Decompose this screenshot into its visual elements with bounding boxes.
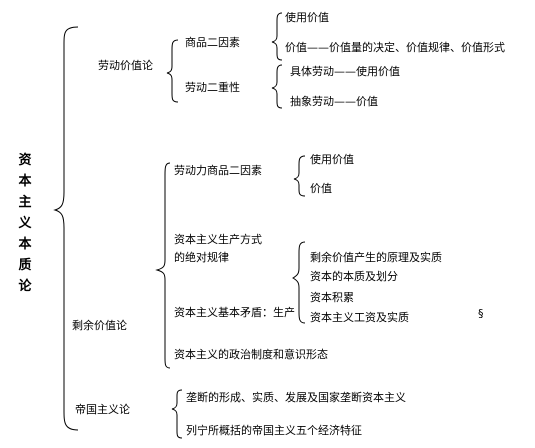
labor-value-label: 劳动价值论: [98, 59, 153, 72]
imperialism-brace: [171, 389, 183, 439]
page-title: 资本主义本质论: [18, 153, 32, 294]
monopoly-formation: 垄断的形成、实质、发展及国家垄断资本主义: [186, 391, 406, 404]
lenin-five-features: 列宁所概括的帝国主义五个经济特征: [186, 424, 362, 437]
labor-duality-brace: [271, 64, 283, 109]
capitalist-wages: 资本主义工资及实质: [310, 311, 409, 324]
commodity-value: 价值——价值量的决定、价值规律、价值形式: [285, 41, 505, 54]
commodity-two-factors-label: 商品二因素: [185, 36, 240, 49]
concrete-labor: 具体劳动——使用价值: [290, 65, 400, 78]
surplus-value-principle: 剩余价值产生的原理及实质: [310, 251, 442, 264]
capital-essence: 资本的本质及划分: [310, 270, 398, 283]
labor-power-brace: [293, 155, 306, 197]
section-mark: §: [478, 307, 484, 320]
abstract-labor: 抽象劳动——价值: [290, 95, 378, 108]
commodity-use-value: 使用价值: [285, 11, 329, 24]
labor-power-use-value: 使用价值: [310, 153, 354, 166]
capital-accumulation: 资本积累: [310, 291, 354, 304]
imperialism-label: 帝国主义论: [75, 403, 130, 416]
labor-power-label: 劳动力商品二因素: [174, 164, 262, 177]
labor-value-brace: [166, 39, 179, 103]
absolute-law-label-line2: 的绝对规律: [174, 251, 229, 264]
surplus-value-brace: [155, 162, 171, 369]
basic-contradiction: 资本主义基本矛盾：生产: [174, 306, 295, 319]
main-brace: [53, 26, 79, 431]
labor-power-value: 价值: [310, 182, 332, 195]
surplus-value-label: 剩余价值论: [72, 319, 127, 332]
labor-duality-label: 劳动二重性: [185, 81, 240, 94]
political-system: 资本主义的政治制度和意识形态: [174, 348, 328, 361]
absolute-law-label-line1: 资本主义生产方式: [174, 233, 262, 246]
absolute-law-brace: [292, 241, 306, 324]
commodity-brace: [271, 12, 283, 61]
